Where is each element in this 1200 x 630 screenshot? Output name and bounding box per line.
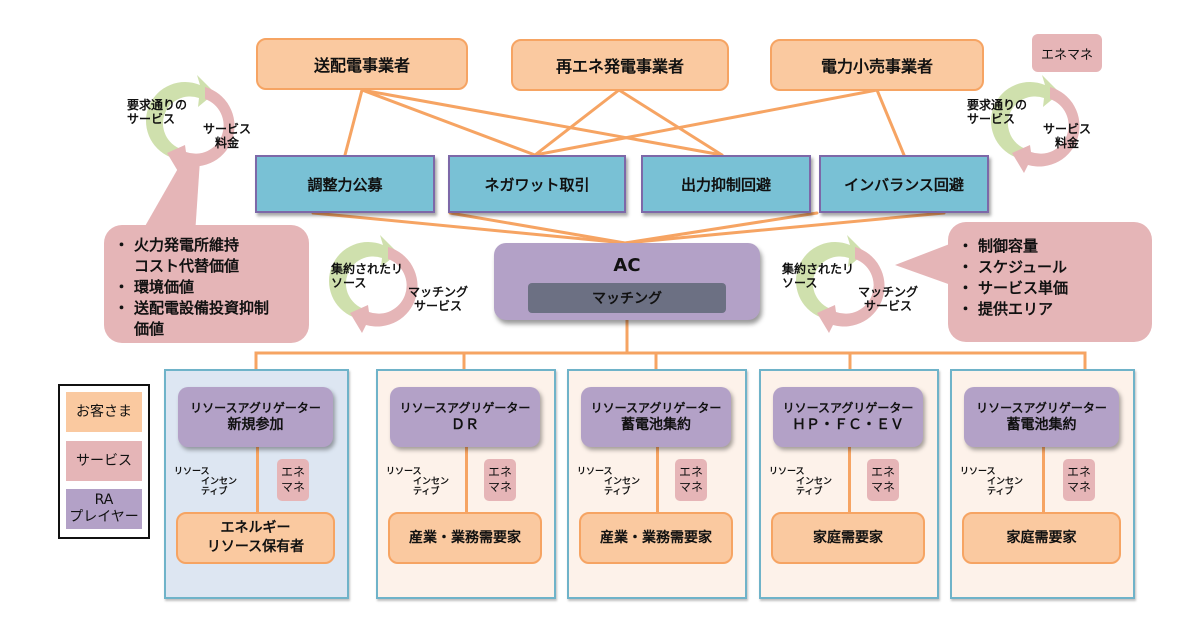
cycle-resource-label: リソース — [386, 467, 422, 477]
connector-line — [343, 88, 364, 157]
connector-line — [255, 411, 259, 526]
cycle-incentive-label: インセン ティブ — [987, 477, 1024, 497]
connector-line — [617, 88, 724, 157]
enemane-tag: エネマネ — [867, 459, 899, 501]
service-imbalance-avoidance: インバランス回避 — [819, 155, 989, 213]
cycle-incentive-label: インセン ティブ — [201, 477, 238, 497]
service-label: インバランス回避 — [844, 175, 964, 194]
enemane-tag: エネマネ — [484, 459, 516, 501]
right-cycle-outer-label: 要求通りの サービス — [967, 98, 1028, 126]
connector-line — [533, 88, 621, 157]
service-negawatt-trading: ネガワット取引 — [448, 155, 626, 213]
left-cycle-inner-label: サービス 料金 — [203, 122, 252, 150]
ra-subtitle: ＨＰ・ＦＣ・ＥＶ — [792, 417, 904, 433]
service-label: 調整力公募 — [307, 175, 383, 194]
connector-line — [465, 411, 468, 526]
connector-line — [448, 211, 627, 245]
ra-subtitle: 蓄電池集約 — [621, 417, 691, 433]
resource-aggregator-box: リソースアグリゲーター蓄電池集約 — [581, 387, 731, 447]
customer-box: 家庭需要家 — [962, 512, 1121, 564]
right-match-outer-label: 集約されたリ ソース — [782, 262, 855, 290]
connector-line — [360, 88, 724, 157]
ac-title: AC — [613, 255, 641, 276]
resource-aggregator-box: リソースアグリゲーター蓄電池集約 — [964, 387, 1119, 447]
customer-box: エネルギーリソース保有者 — [176, 512, 335, 564]
ac-matching-label: マッチング — [528, 283, 726, 313]
ra-title: リソースアグリゲーター — [976, 401, 1107, 415]
connector-line — [1041, 411, 1045, 526]
legend-customer: お客さま — [66, 392, 142, 432]
cycle-incentive-label: インセン ティブ — [413, 477, 450, 497]
left-callout-tail — [140, 160, 200, 235]
aggregator-panel: リソースアグリゲーター蓄電池集約エネマネ リソースインセン ティブ産業・業務需要家 — [567, 369, 747, 599]
customer-box: 産業・業務需要家 — [388, 512, 542, 564]
ra-title: リソースアグリゲーター — [399, 401, 531, 415]
aggregator-panel: リソースアグリゲーター ＤＲ エネマネ リソースインセン ティブ産業・業務需要家 — [376, 369, 556, 599]
cycle-incentive-label: インセン ティブ — [796, 477, 833, 497]
callout-item: 制御容量 — [958, 236, 1144, 257]
cycle-resource-label: リソース — [769, 467, 805, 477]
callout-item: スケジュール — [958, 257, 1144, 278]
enemane-tag: エネマネ — [675, 459, 707, 501]
left-cycle-outer-label: 要求通りの サービス — [127, 98, 188, 126]
customer-box: 産業・業務需要家 — [579, 512, 733, 564]
aggregator-panel: リソースアグリゲーター蓄電池集約エネマネ リソースインセン ティブ家庭需要家 — [950, 369, 1135, 599]
enemane-label: エネマネ — [1040, 47, 1093, 63]
connector-line — [875, 88, 906, 157]
callout-item: サービス単価 — [958, 278, 1144, 299]
ra-title: リソースアグリゲーター — [590, 401, 722, 415]
callout-item: 環境価値 — [114, 277, 301, 298]
ra-subtitle: ＤＲ — [451, 417, 479, 433]
service-label: ネガワット取引 — [484, 175, 590, 194]
ra-title: リソースアグリゲーター — [190, 401, 321, 415]
ra-subtitle: 蓄電池集約 — [1006, 417, 1077, 433]
connector-line — [533, 88, 879, 157]
resource-aggregator-box: リソースアグリゲーター新規参加 — [178, 387, 333, 447]
right-callout-tail — [895, 240, 965, 290]
left-match-outer-label: 集約されたリ ソース — [331, 262, 404, 290]
connector-line — [623, 211, 946, 245]
cycle-resource-label: リソース — [577, 467, 613, 477]
cycle-resource-label: リソース — [174, 467, 210, 477]
entity-electricity-retailer: 電力小売事業者 — [770, 39, 984, 91]
service-curtailment-avoidance: 出力抑制回避 — [641, 155, 811, 213]
aggregator-panel: リソースアグリゲーター ＨＰ・ＦＣ・ＥＶ エネマネ リソースインセン ティブ家庭需要家 — [759, 369, 939, 599]
connector-line — [656, 411, 659, 526]
entity-label: 再エネ発電事業者 — [555, 57, 684, 76]
connector-line — [848, 411, 851, 526]
right-cycle-inner-label: サービス 料金 — [1043, 122, 1092, 150]
entity-label: 送配電事業者 — [313, 56, 410, 75]
resource-aggregator-box: リソースアグリゲーター ＨＰ・ＦＣ・ＥＶ — [773, 387, 923, 447]
aggregator-panel: リソースアグリゲーター新規参加エネマネ リソースインセン ティブエネルギーリソース… — [164, 369, 349, 599]
ra-subtitle: 新規参加 — [227, 417, 284, 433]
connector-line — [623, 211, 819, 245]
connector-line — [311, 211, 627, 245]
entity-label: 電力小売事業者 — [820, 57, 933, 76]
service-label: 出力抑制回避 — [680, 175, 771, 194]
connector-line — [360, 88, 537, 157]
callout-item: 提供エリア — [958, 299, 1144, 320]
right-match-inner-label: マッチング サービス — [858, 285, 919, 313]
cycle-resource-label: リソース — [960, 467, 996, 477]
legend-service: サービス — [66, 441, 142, 481]
top-enemane-tag: エネマネ — [1032, 34, 1102, 72]
cycle-incentive-label: インセン ティブ — [604, 477, 641, 497]
right-info-callout: 制御容量 スケジュール サービス単価 提供エリア — [948, 222, 1152, 342]
enemane-tag: エネマネ — [1063, 459, 1095, 501]
service-adjustment-tender: 調整力公募 — [255, 155, 435, 213]
aggregation-coordinator-box: AC マッチング — [494, 243, 760, 320]
ra-title: リソースアグリゲーター — [782, 401, 914, 415]
enemane-tag: エネマネ — [277, 459, 309, 501]
entity-renewable-generator: 再エネ発電事業者 — [511, 39, 729, 91]
left-match-inner-label: マッチング サービス — [408, 285, 469, 313]
customer-box: 家庭需要家 — [771, 512, 925, 564]
resource-aggregator-box: リソースアグリゲーター ＤＲ — [390, 387, 540, 447]
entity-transmission-operator: 送配電事業者 — [256, 38, 468, 90]
